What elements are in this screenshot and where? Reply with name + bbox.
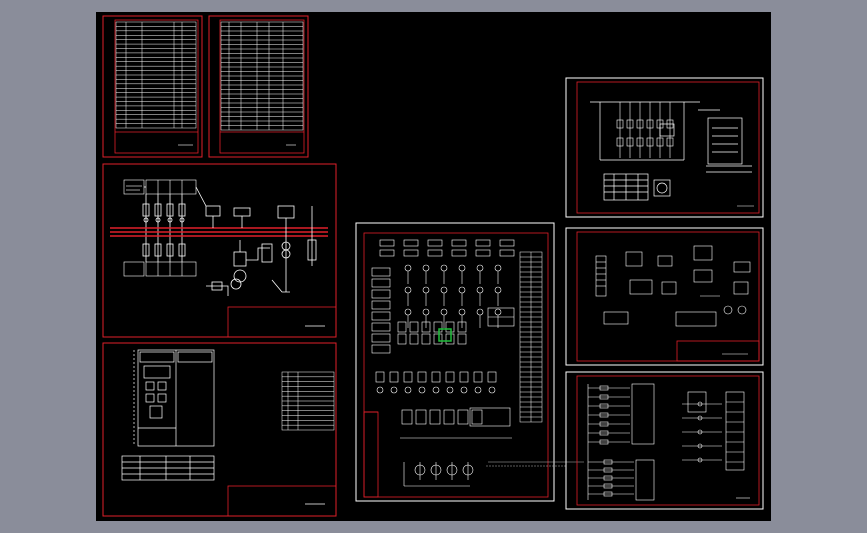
sheet-component-list-1 [102, 15, 203, 158]
control-rungs [587, 384, 722, 500]
cabinet-device-table [281, 371, 335, 431]
terminal-list-table [519, 251, 543, 423]
sheet-component-list-2 [208, 15, 309, 158]
component-table-1 [115, 21, 197, 129]
component-table-2 [220, 21, 304, 131]
model-space-background [96, 12, 771, 521]
sheet-terminal-details [565, 227, 764, 366]
sheet-main-control-schematic [355, 222, 584, 502]
sheet-primary-wiring [102, 163, 337, 338]
highlighted-relay [438, 328, 452, 342]
main-busbar [110, 227, 328, 237]
sheet-control-circuit [565, 371, 764, 510]
control-device-grid [371, 239, 515, 487]
sheet-single-line [565, 77, 764, 218]
sheet-cabinet-layout [102, 342, 337, 517]
single-line-branches [616, 102, 674, 158]
